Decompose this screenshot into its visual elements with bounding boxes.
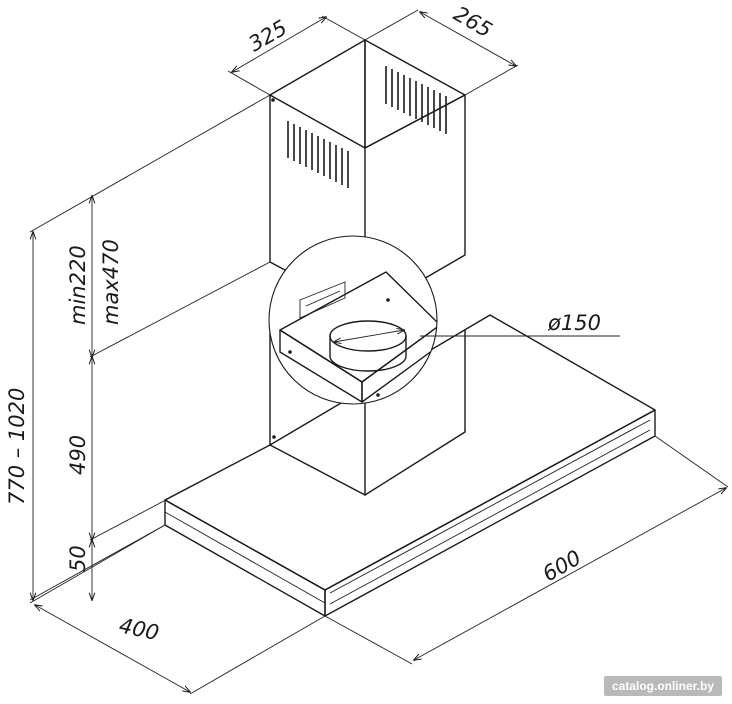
- dim-canopy-height: 50: [66, 545, 90, 572]
- watermark: catalog.onliner.by: [603, 676, 722, 696]
- dim-hood-width: 600: [539, 545, 586, 586]
- dim-chimney-max: max470: [99, 239, 123, 325]
- dim-total-height: 770 – 1020: [5, 388, 29, 505]
- dim-hood-depth: 400: [117, 613, 161, 645]
- dim-chimney-min: min220: [66, 245, 90, 325]
- vent-slots-right: [385, 66, 447, 134]
- dim-body-height: 490: [66, 435, 90, 475]
- dimension-lines: [30, 9, 729, 695]
- hood-body: [269, 329, 466, 496]
- vent-slots-left: [287, 121, 349, 188]
- cutaway-detail: [268, 235, 438, 405]
- dim-chimney-depth: 265: [450, 2, 497, 43]
- dim-outlet-diameter: ø150: [547, 311, 601, 335]
- dim-chimney-width: 325: [245, 15, 292, 56]
